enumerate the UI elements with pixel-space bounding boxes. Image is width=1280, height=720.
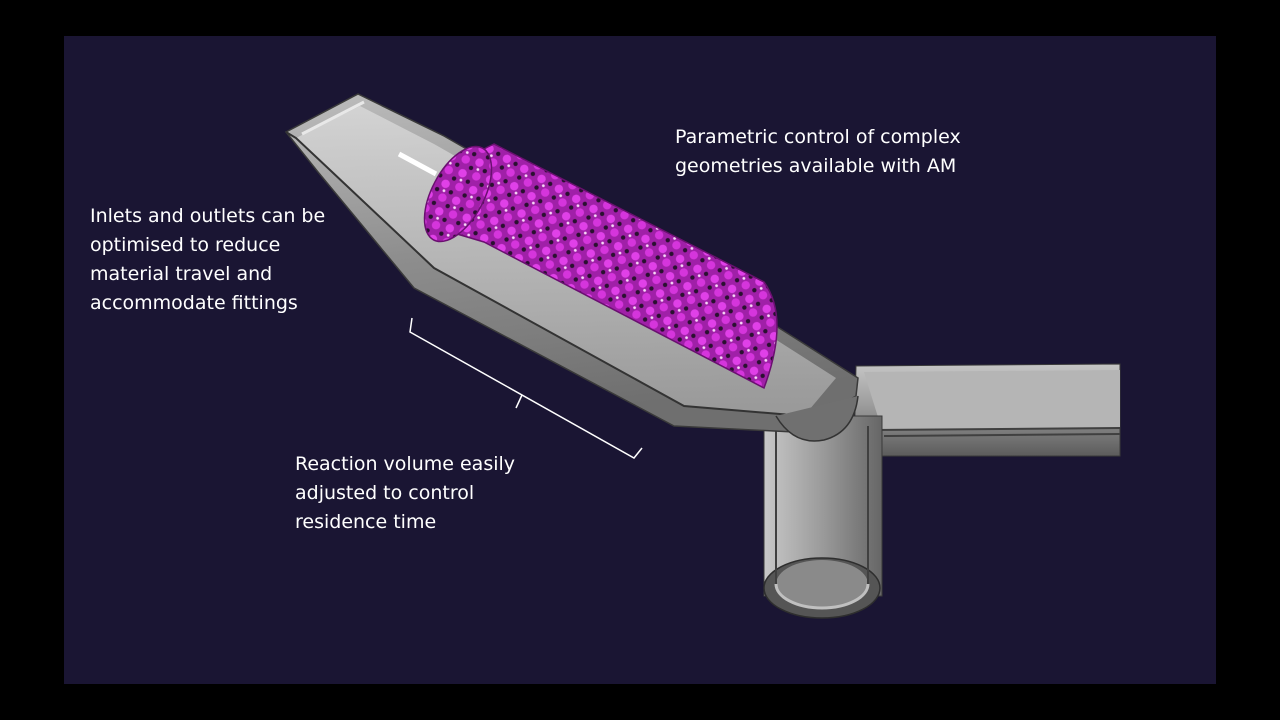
reaction-volume-bracket [409,317,643,459]
reaction-line-1: Reaction volume easily [295,453,516,475]
reaction-line-2: adjusted to control [295,482,475,504]
reaction-line-3: residence time [295,511,437,533]
inlets-annotation: Inlets and outlets can be optimised to r… [90,202,325,318]
reaction-annotation: Reaction volume easily adjusted to contr… [295,450,515,537]
inlets-line-2: optimised to reduce [90,234,281,256]
parametric-annotation: Parametric control of complex geometries… [675,123,961,181]
static-mixer-insert [423,143,778,390]
slide: Parametric control of complex geometries… [64,36,1216,684]
parametric-line-1: Parametric control of complex [675,126,961,148]
reactor-diagram [284,93,1121,619]
vertical-outlet-pipe [763,415,883,619]
inlets-line-4: accommodate fittings [90,292,298,314]
inlets-line-1: Inlets and outlets can be [90,205,326,227]
horizontal-outlet-pipe [853,363,1121,457]
inlets-line-3: material travel and [90,263,273,285]
parametric-line-2: geometries available with AM [675,155,957,177]
